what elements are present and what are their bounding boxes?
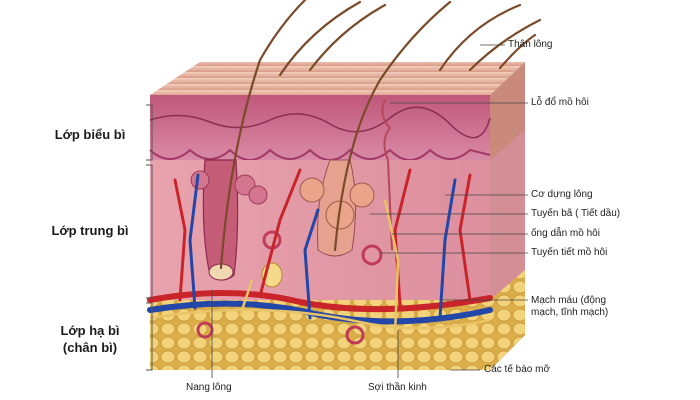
callout-blood-vessels-line1: Mạch máu (động <box>531 295 641 307</box>
epidermis-band <box>150 95 490 160</box>
skin-top-surface <box>150 62 525 95</box>
callout-sweat-duct: ống dẫn mồ hôi <box>531 228 600 240</box>
callout-arrector-pili: Cơ dựng lông <box>531 189 593 201</box>
callout-nerve-fiber: Sợi thần kinh <box>368 382 427 394</box>
callout-sweat-gland: Tuyến tiết mồ hôi <box>531 247 607 259</box>
callout-fat-cells: Các tế bào mỡ <box>484 364 550 376</box>
label-hypodermis-line2: (chân bì) <box>40 339 140 356</box>
label-dermis: Lớp trung bì <box>40 222 140 239</box>
callout-blood-vessels-line2: mạch, tĩnh mạch) <box>531 307 641 319</box>
callout-hair-shaft: Thân lông <box>508 39 552 51</box>
callout-blood-vessels: Mạch máu (động mạch, tĩnh mạch) <box>531 295 641 319</box>
callout-sweat-pore: Lỗ đổ mồ hôi <box>531 97 589 109</box>
label-epidermis: Lớp biểu bì <box>40 126 140 143</box>
callout-sebaceous-gland: Tuyến bã ( Tiết dầu) <box>531 208 620 220</box>
label-hypodermis: Lớp hạ bì (chân bì) <box>40 322 140 356</box>
label-hypodermis-line1: Lớp hạ bì <box>40 322 140 339</box>
callout-hair-follicle: Nang lông <box>186 382 232 394</box>
